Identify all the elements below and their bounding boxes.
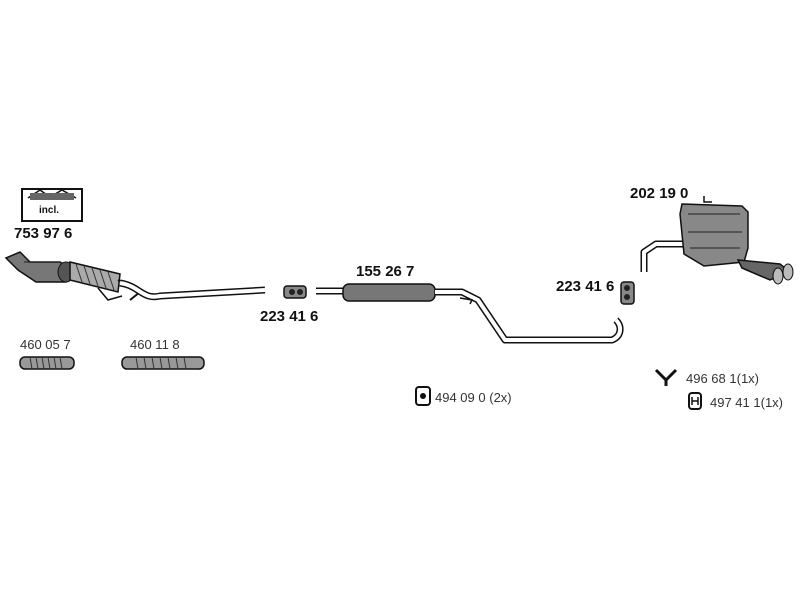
- middle-silencer: [316, 283, 624, 344]
- rubber-mount-qty: (2x): [489, 390, 512, 405]
- h-mount-icon: [688, 392, 702, 410]
- h-mount-number: 497 41 1: [710, 395, 761, 410]
- included-parts-box: [21, 188, 83, 222]
- part-number-catalytic-converter: 753 97 6: [14, 225, 73, 242]
- incl-label: incl.: [39, 205, 60, 216]
- part-number-h-mount: 497 41 1(1x): [710, 396, 783, 409]
- rubber-mount-number: 494 09 0: [435, 390, 486, 405]
- part-number-rear-silencer: 202 19 0: [630, 185, 689, 202]
- flex-pipe-460-05-7: [19, 356, 75, 370]
- part-number-middle-silencer: 155 26 7: [356, 263, 415, 280]
- flex-pipe-460-11-8: [121, 356, 205, 370]
- part-number-flex-pipe-1: 460 05 7: [20, 337, 71, 352]
- y-hanger-qty: (1x): [736, 371, 759, 386]
- rear-silencer: [640, 196, 794, 285]
- catalytic-converter: [4, 251, 266, 301]
- y-hanger-number: 496 68 1: [686, 371, 737, 386]
- part-number-clamp-rear: 223 41 6: [556, 278, 615, 295]
- h-mount-qty: (1x): [760, 395, 783, 410]
- y-hanger-icon: [654, 368, 678, 386]
- part-number-flex-pipe-2: 460 11 8: [130, 337, 180, 352]
- clamp-rear: [620, 281, 635, 305]
- part-number-y-hanger: 496 68 1(1x): [686, 372, 759, 385]
- part-number-clamp-front: 223 41 6: [260, 308, 319, 325]
- rubber-mount-icon: [415, 386, 431, 406]
- part-number-rubber-mount: 494 09 0 (2x): [435, 391, 512, 404]
- clamp-front: [283, 285, 307, 299]
